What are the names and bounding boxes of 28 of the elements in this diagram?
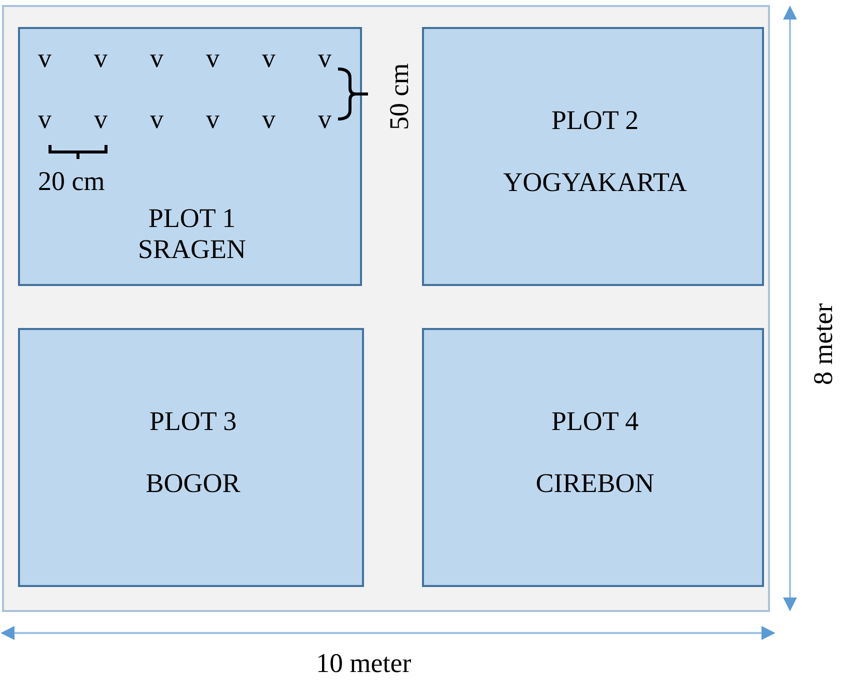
plot-title: PLOT 2 xyxy=(551,105,639,136)
plot-location: BOGOR xyxy=(146,468,240,500)
plot-location: CIREBON xyxy=(536,468,654,500)
plant-mark: v xyxy=(150,106,164,133)
dimension-label: 8 meter xyxy=(810,303,837,385)
plant-mark: v xyxy=(262,45,276,72)
plant-mark: v xyxy=(38,106,52,133)
plot-area xyxy=(422,328,764,587)
plant-mark: v xyxy=(318,106,332,133)
plant-mark: v xyxy=(150,45,164,72)
plot-area xyxy=(18,27,362,286)
plot-location: YOGYAKARTA xyxy=(503,167,687,198)
plant-mark: v xyxy=(94,45,108,72)
plant-mark: v xyxy=(206,106,220,133)
dimension-label: 10 meter xyxy=(316,650,412,677)
plot-title: PLOT 4 xyxy=(551,406,639,438)
plant-mark: v xyxy=(318,45,332,72)
dimension-label: 20 cm xyxy=(38,168,105,195)
plant-mark: v xyxy=(206,45,220,72)
dimension-label: 50 cm xyxy=(386,63,413,130)
plant-mark: v xyxy=(94,106,108,133)
plot-area xyxy=(18,328,364,587)
plot-title: PLOT 3 xyxy=(149,406,237,438)
plant-mark: v xyxy=(38,45,52,72)
plot-area xyxy=(422,27,764,286)
field-area xyxy=(2,5,770,612)
plot-title: PLOT 1 SRAGEN xyxy=(136,203,247,266)
plant-mark: v xyxy=(262,106,276,133)
